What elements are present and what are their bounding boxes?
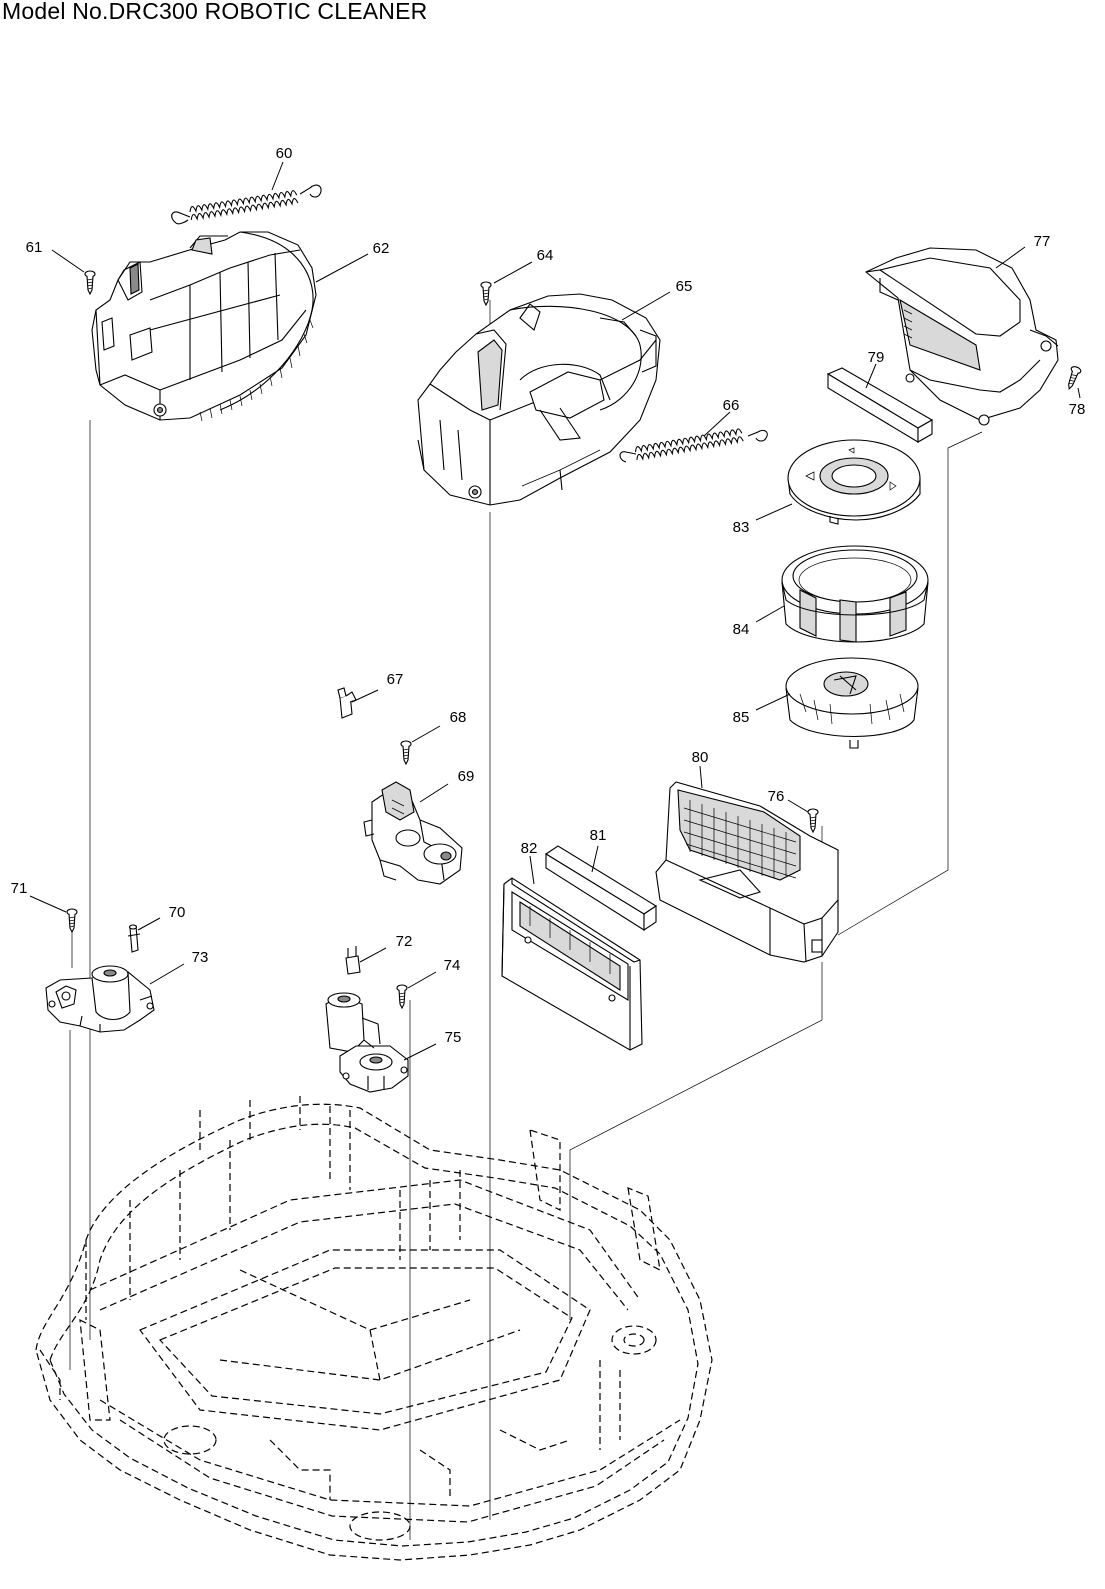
screw-icon <box>1068 366 1082 390</box>
filter-sponge-icon <box>544 845 658 932</box>
screw-icon <box>400 740 412 766</box>
part-label-83: 83 <box>733 519 750 536</box>
part-label-62: 62 <box>373 240 390 257</box>
fan-cap-icon <box>787 439 921 525</box>
motor-gear-unit-icon <box>363 781 463 885</box>
part-number-labels: 60 61 62 64 65 66 67 68 69 70 71 72 73 7… <box>11 145 1086 1046</box>
screw-icon <box>480 281 492 307</box>
part-label-70: 70 <box>169 904 186 921</box>
fan-ring-icon <box>781 545 929 643</box>
part-label-64: 64 <box>537 247 554 264</box>
screw-icon <box>66 908 78 934</box>
switch-icon <box>345 946 361 975</box>
screw-icon <box>84 270 96 296</box>
part-label-66: 66 <box>723 397 740 414</box>
fan-cover-icon <box>864 247 1059 426</box>
spacer-pin-icon <box>127 924 141 953</box>
part-label-60: 60 <box>276 145 293 162</box>
assembly-axis-lines <box>69 300 983 1540</box>
part-label-85: 85 <box>733 709 750 726</box>
part-label-69: 69 <box>458 768 475 785</box>
filter-frame-icon <box>501 877 643 1051</box>
part-label-78: 78 <box>1069 401 1086 418</box>
part-label-68: 68 <box>450 709 467 726</box>
part-label-79: 79 <box>868 349 885 366</box>
part-label-65: 65 <box>676 278 693 295</box>
spring-icon <box>171 184 322 225</box>
part-label-77: 77 <box>1034 233 1051 250</box>
fan-impeller-icon <box>785 657 919 749</box>
part-label-76: 76 <box>768 788 785 805</box>
foam-seal-icon <box>826 367 934 443</box>
part-label-73: 73 <box>192 949 209 966</box>
side-brush-motor-icon <box>45 965 155 1033</box>
part-label-81: 81 <box>590 827 607 844</box>
part-label-82: 82 <box>521 840 538 857</box>
duct-housing-icon <box>655 781 839 963</box>
screw-icon <box>396 984 408 1010</box>
part-label-84: 84 <box>733 621 750 638</box>
part-label-71: 71 <box>11 880 28 897</box>
page-title: Model No.DRC300 ROBOTIC CLEANER <box>2 0 428 24</box>
right-wheel-unit-housing-icon <box>417 293 661 506</box>
part-label-61: 61 <box>26 239 43 256</box>
part-label-72: 72 <box>396 933 413 950</box>
part-label-74: 74 <box>444 957 461 974</box>
leader-lines <box>29 161 1081 1061</box>
spring-icon <box>619 428 768 463</box>
left-wheel-unit-housing-icon <box>91 231 317 422</box>
part-label-75: 75 <box>445 1029 462 1046</box>
chassis-base-dashed-icon <box>35 1096 713 1561</box>
switch-icon <box>337 687 357 719</box>
part-label-67: 67 <box>387 671 404 688</box>
screw-icon <box>807 808 819 834</box>
part-label-80: 80 <box>692 749 709 766</box>
side-brush-motor-icon <box>325 992 409 1093</box>
